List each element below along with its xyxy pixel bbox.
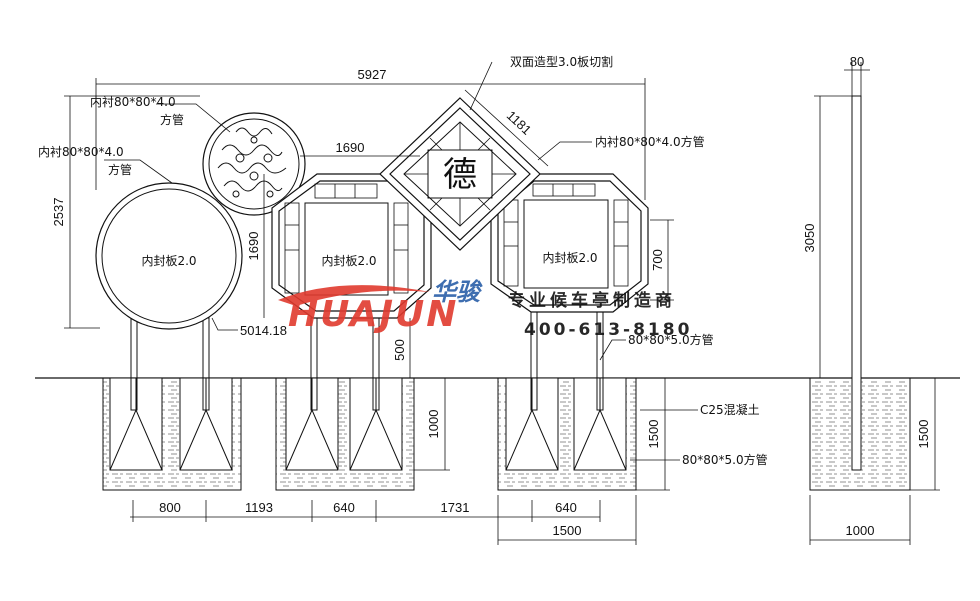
label-lining-tube-1b: 方管	[160, 112, 184, 127]
decorative-circle	[202, 112, 306, 216]
leader-lines	[104, 61, 698, 461]
dim-diamond-width: 1181	[504, 108, 535, 138]
dim-pit-1500-b: 1500	[916, 420, 931, 449]
diamond-panel	[379, 97, 541, 251]
brand-en: HUAJUN	[288, 294, 458, 335]
dim-bottom-1193: 1193	[245, 500, 273, 515]
dim-pole-3050: 3050	[802, 224, 817, 253]
dim-pit-1500-a: 1500	[646, 420, 661, 449]
dim-leg-label: 5014.18	[240, 323, 287, 338]
label-square-tube-1: 80*80*5.0方管	[628, 332, 714, 347]
dim-panel-700: 700	[650, 249, 665, 271]
dim-bottom-640-b: 640	[555, 500, 577, 515]
label-lining-tube-3: 内衬80*80*4.0方管	[595, 134, 705, 149]
label-lining-tube-2b: 方管	[108, 162, 132, 177]
dim-top-gap: 1690	[336, 140, 365, 155]
label-concrete: C25混凝土	[700, 402, 760, 417]
dim-vertical-1690: 1690	[246, 232, 261, 261]
octagon-panel-2	[490, 173, 649, 313]
dim-bottom-1731: 1731	[441, 500, 470, 515]
round-panel	[95, 182, 243, 330]
brand-cn: 华骏	[432, 278, 483, 306]
brand-phone: 400-613-8180	[524, 320, 692, 340]
dim-bottom-640-a: 640	[333, 500, 355, 515]
label-lining-tube-1a: 内衬80*80*4.0	[90, 95, 176, 109]
brand-watermark: HUAJUN 华骏 专业候车亭制造商 400-613-8180	[278, 278, 692, 340]
octagon-panel-1	[271, 173, 432, 319]
pole	[851, 95, 862, 471]
dim-post-500: 500	[392, 339, 407, 361]
swoosh-icon	[278, 285, 430, 306]
label-square-tube-2: 80*80*5.0方管	[682, 452, 768, 467]
label-double-sided: 双面造型3.0板切割	[510, 54, 613, 69]
inner-panel-label-3: 内封板2.0	[542, 251, 597, 265]
center-glyph: 德	[443, 155, 477, 195]
dim-bottom-800: 800	[159, 500, 181, 515]
dim-total-width: 5927	[358, 67, 387, 82]
dim-bottom-1000: 1000	[846, 523, 875, 538]
dim-bottom-1500: 1500	[553, 523, 582, 538]
inner-panel-label-2: 内封板2.0	[321, 254, 376, 268]
dimension-lines	[64, 62, 940, 545]
dim-pole-80: 80	[850, 54, 864, 69]
inner-panel-label-1: 内封板2.0	[141, 254, 196, 268]
label-lining-tube-2a: 内衬80*80*4.0	[38, 145, 124, 159]
dim-height-left: 2537	[51, 198, 66, 227]
embedded-frames	[109, 377, 627, 471]
dim-pit-1000: 1000	[426, 410, 441, 439]
brand-slogan: 专业候车亭制造商	[508, 290, 676, 311]
